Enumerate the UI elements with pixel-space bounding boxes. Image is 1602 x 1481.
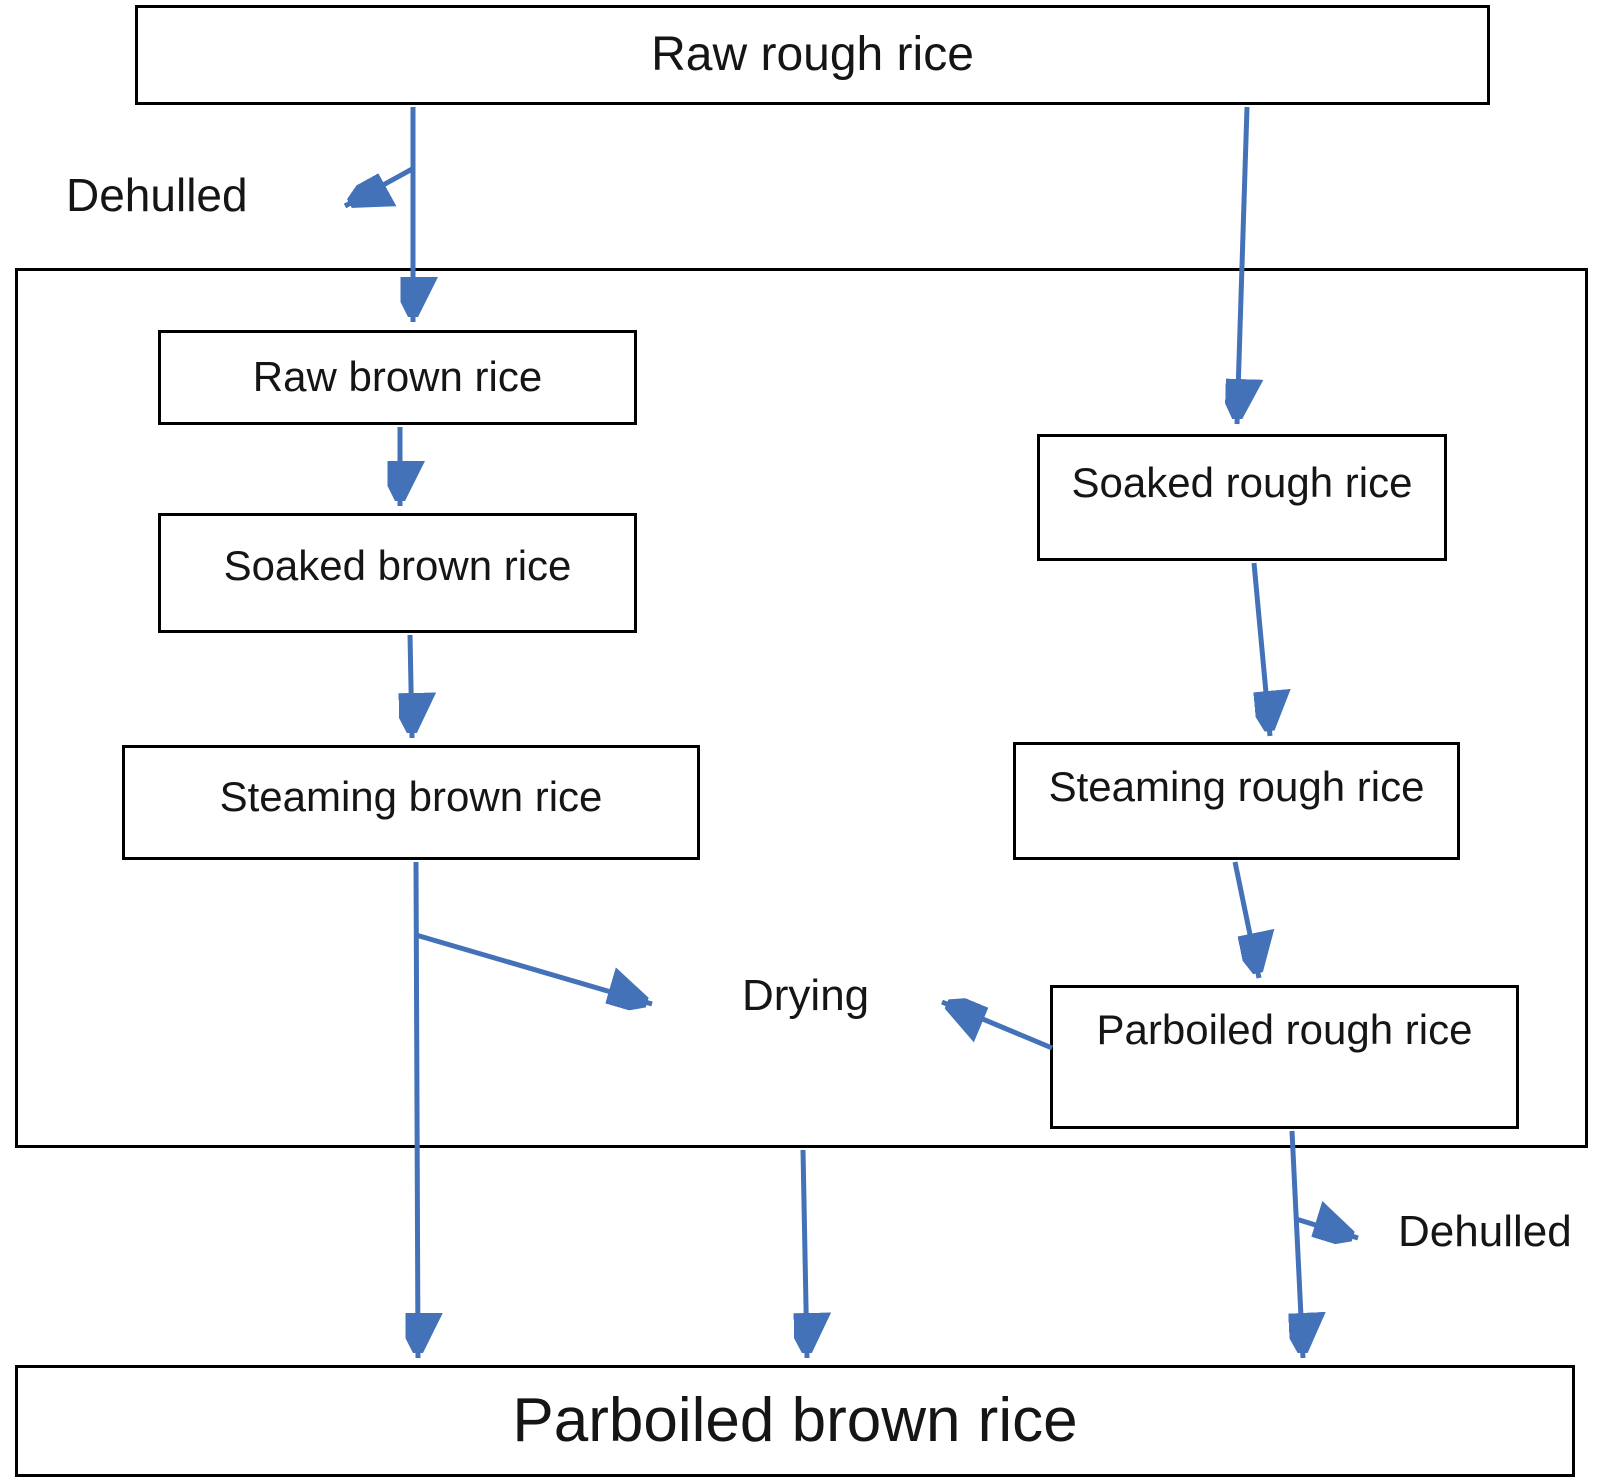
arrow-drying-to-parbbrown — [803, 1149, 807, 1359]
label-drying: Drying — [742, 971, 870, 1020]
node-raw-rough-rice: Raw rough rice — [135, 5, 1490, 105]
node-parboiled-brown-rice: Parboiled brown rice — [15, 1365, 1575, 1477]
arrow-steambrown-to-parbbrown — [416, 861, 418, 1359]
process-container-box — [15, 268, 1588, 1148]
arrow-soakedbrown-to-steambrown — [410, 634, 412, 739]
arrow-steamrough-to-parbrough — [1232, 861, 1259, 979]
label-dehulled-bottom: Dehulled — [1398, 1207, 1572, 1256]
arrow-parbrough-to-parbbrown — [1292, 1130, 1303, 1359]
arrow-rawrough-to-soakedrough — [1237, 106, 1247, 425]
arrow-branch-dehulled-top — [345, 165, 416, 206]
node-steaming-rough-rice: Steaming rough rice — [1013, 742, 1460, 860]
arrow-soakedrough-to-steamrough — [1251, 562, 1270, 737]
node-soaked-rough-rice: Soaked rough rice — [1037, 434, 1447, 561]
arrow-steambrown-to-drying — [415, 932, 652, 1004]
arrow-parbrough-to-drying — [942, 1002, 1053, 1051]
node-parboiled-rough-rice: Parboiled rough rice — [1050, 985, 1519, 1129]
node-steaming-brown-rice: Steaming brown rice — [122, 745, 700, 860]
node-raw-brown-rice: Raw brown rice — [158, 330, 637, 425]
arrow-branch-dehulled-bottom — [1295, 1219, 1358, 1238]
label-dehulled-top: Dehulled — [66, 169, 248, 221]
node-soaked-brown-rice: Soaked brown rice — [158, 513, 637, 633]
